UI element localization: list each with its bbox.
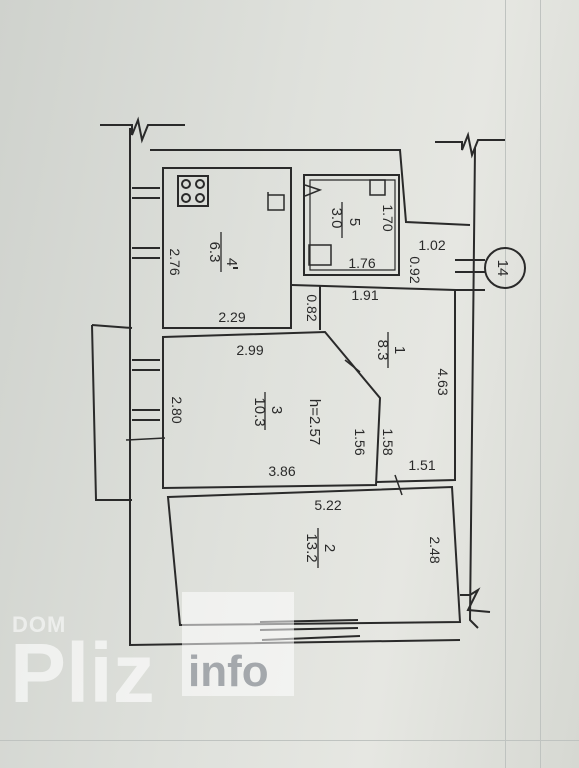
shower-icon xyxy=(308,244,332,266)
building-number-circle xyxy=(484,247,526,289)
watermark-main: Pliz xyxy=(10,626,155,720)
outer-wall xyxy=(435,131,505,159)
outer-wall xyxy=(100,116,185,144)
dim-4-63: 4.63 xyxy=(435,368,451,395)
dimension-tick xyxy=(394,474,403,496)
dim-3-86: 3.86 xyxy=(268,463,295,479)
notebook-line xyxy=(0,740,579,741)
room-3-number: 3 xyxy=(268,406,285,414)
ceiling-height: h=2.57 xyxy=(306,399,323,445)
stove-icon xyxy=(177,175,209,207)
watermark-top: DOM xyxy=(12,612,67,637)
room-3-area: 10.3 xyxy=(251,397,268,426)
outer-wall xyxy=(460,587,491,613)
dim-1-58: 1.58 xyxy=(380,428,396,455)
watermark-suffix: info xyxy=(188,647,269,696)
dim-1-56: 1.56 xyxy=(352,428,368,455)
watermark: DOM Pliz info xyxy=(10,592,300,720)
dim-0-92: 0.92 xyxy=(407,256,423,283)
toilet-icon xyxy=(369,179,386,196)
dim-1-51: 1.51 xyxy=(408,457,435,473)
room-3-outline xyxy=(162,330,382,490)
dim-2-99: 2.99 xyxy=(236,342,263,358)
room-4-area: 6.3 xyxy=(206,242,223,263)
dim-1-02: 1.02 xyxy=(418,237,445,253)
room-5-outline xyxy=(303,174,400,276)
outer-wall xyxy=(150,149,471,226)
room-5-area: 3.0 xyxy=(328,208,345,229)
stove-burner xyxy=(195,179,205,189)
window-left-top xyxy=(132,187,160,259)
stove-burner xyxy=(181,193,191,203)
balcony xyxy=(91,324,133,501)
notebook-line xyxy=(505,0,506,768)
room-4-number: 4 xyxy=(223,258,240,266)
dimension-tick xyxy=(344,359,361,373)
dimension-tick xyxy=(125,437,166,441)
room-1-area: 8.3 xyxy=(374,340,391,361)
outer-wall xyxy=(129,128,461,647)
room-2-outline xyxy=(166,485,462,627)
stove-burner xyxy=(195,193,205,203)
washbasin-icon xyxy=(304,184,323,197)
room-1-number: 1 xyxy=(391,346,408,354)
window-right xyxy=(455,259,485,291)
dim-1-70: 1.70 xyxy=(380,204,396,231)
dim-2-76: 2.76 xyxy=(167,248,183,275)
sink-icon xyxy=(267,192,285,211)
stove-burner xyxy=(181,179,191,189)
dim-2-29: 2.29 xyxy=(218,309,245,325)
dim-2-80: 2.80 xyxy=(169,396,185,423)
building-number: 14 xyxy=(494,260,511,277)
dim-1-76: 1.76 xyxy=(348,255,375,271)
room-4-outline xyxy=(162,167,292,329)
room-1-outline xyxy=(291,284,456,483)
notebook-line xyxy=(540,0,541,768)
dim-0-82: 0.82 xyxy=(304,294,320,321)
dim-2-48: 2.48 xyxy=(427,536,443,563)
room-2-number: 2 xyxy=(321,544,338,552)
watermark-box xyxy=(182,592,294,696)
room-5-inner xyxy=(309,179,396,271)
room-2-area: 13.2 xyxy=(303,533,320,562)
window-left-mid xyxy=(132,359,160,421)
dim-1-91: 1.91 xyxy=(351,287,378,303)
room-5-number: 5 xyxy=(346,218,363,226)
outer-wall xyxy=(468,147,479,629)
dim-5-22: 5.22 xyxy=(314,497,341,513)
